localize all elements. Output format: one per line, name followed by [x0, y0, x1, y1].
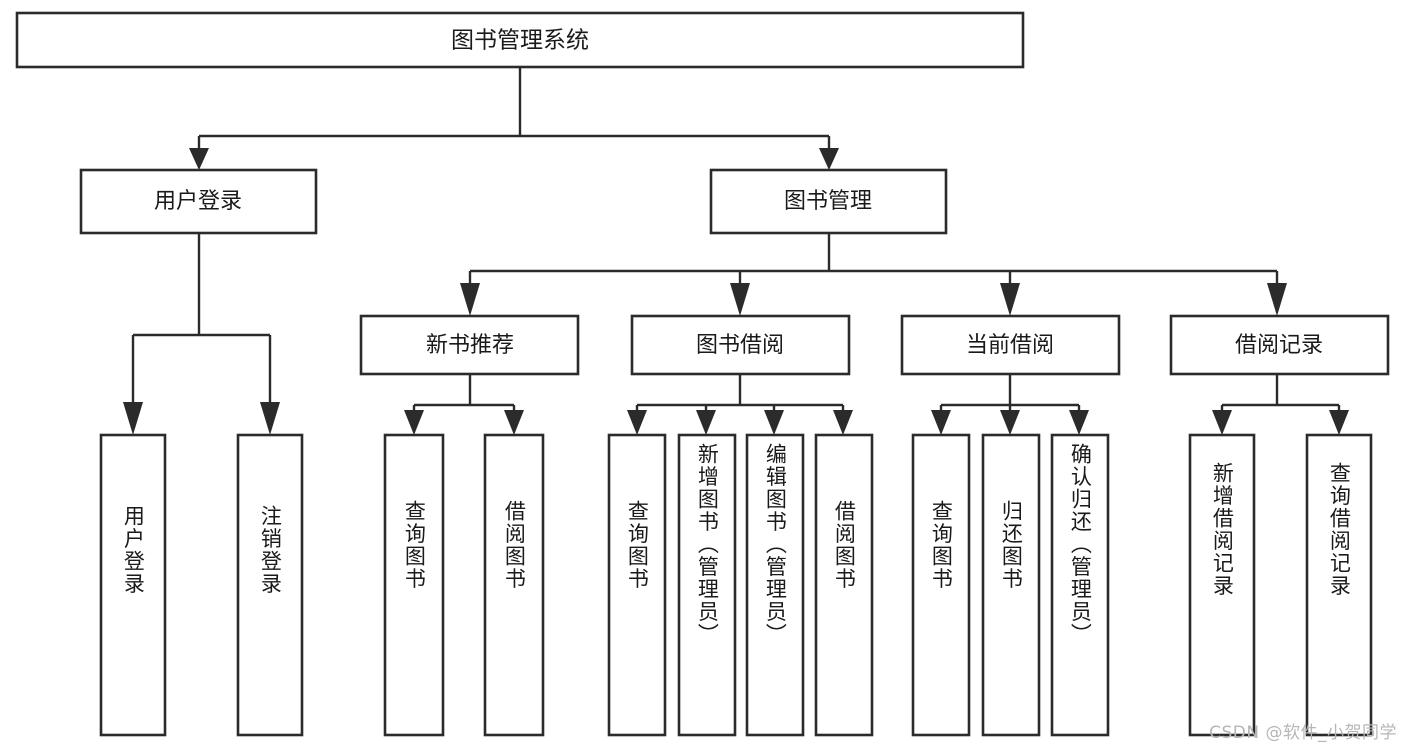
node-box-leaf-borrow-book-1[interactable]	[483, 433, 545, 737]
node-box-leaf-return-book[interactable]	[981, 433, 1041, 737]
node-label-new-book-rec: 新书推荐	[426, 333, 514, 358]
csdn-watermark: CSDN @软件_小贺同学	[1209, 723, 1397, 743]
node-box-leaf-query-book-1[interactable]	[383, 433, 445, 737]
arrow-to-leaf-borrow-book-1	[504, 410, 524, 435]
arrow-to-leaf-return-book	[1000, 410, 1020, 435]
connectors-layer	[123, 67, 1349, 435]
arrow-to-leaf-query-book-1	[404, 410, 424, 435]
node-label-current-borrow: 当前借阅	[966, 333, 1054, 358]
node-box-leaf-query-book-3[interactable]	[911, 433, 971, 737]
node-box-leaf-query-book-2[interactable]	[607, 433, 667, 737]
arrow-to-borrow-record	[1267, 283, 1287, 316]
arrow-to-leaf-edit-book	[764, 410, 784, 435]
node-box-leaf-borrow-book-2[interactable]	[814, 433, 874, 737]
node-box-leaf-logout[interactable]	[236, 433, 304, 737]
node-label-user-login: 用户登录	[154, 189, 242, 214]
node-box-leaf-confirm-return[interactable]	[1050, 433, 1110, 737]
node-label-book-manage: 图书管理	[784, 189, 872, 214]
node-box-root[interactable]	[15, 11, 1025, 69]
arrow-to-leaf-logout	[260, 402, 280, 435]
arrow-root-to-book-manage	[819, 148, 839, 170]
arrow-root-to-user-login	[189, 148, 209, 170]
node-label-borrow-record: 借阅记录	[1235, 333, 1323, 358]
arrow-to-new-book-rec	[460, 283, 480, 316]
node-box-leaf-add-book[interactable]	[677, 433, 737, 737]
arrow-to-leaf-confirm-return	[1069, 410, 1089, 435]
arrow-to-leaf-add-book	[696, 410, 716, 435]
node-box-leaf-query-record[interactable]	[1305, 433, 1373, 737]
node-box-book-borrow[interactable]	[630, 314, 851, 376]
node-box-borrow-record[interactable]	[1169, 314, 1390, 376]
node-label-root: 图书管理系统	[451, 28, 589, 54]
node-box-leaf-add-record[interactable]	[1188, 433, 1256, 737]
node-box-current-borrow[interactable]	[900, 314, 1121, 376]
node-label-book-borrow: 图书借阅	[696, 333, 784, 358]
node-box-leaf-edit-book[interactable]	[745, 433, 805, 737]
nodes-layer: 图书管理系统 用户登录 图书管理 新书推荐 图书借阅 当前借阅 借阅记录	[15, 11, 1390, 737]
node-box-user-login[interactable]	[79, 168, 318, 235]
arrow-to-leaf-query-record	[1329, 410, 1349, 435]
arrow-to-leaf-borrow-book-2	[833, 410, 853, 435]
arrow-to-leaf-user-login	[123, 402, 143, 435]
arrow-to-current-borrow	[1000, 283, 1020, 316]
node-box-leaf-user-login[interactable]	[99, 433, 167, 737]
node-box-book-manage[interactable]	[709, 168, 948, 235]
arrow-to-leaf-query-book-3	[931, 410, 951, 435]
node-box-new-book-rec[interactable]	[359, 314, 580, 376]
arrow-to-book-borrow	[730, 283, 750, 316]
arrow-to-leaf-add-record	[1212, 410, 1232, 435]
arrow-to-leaf-query-book-2	[627, 410, 647, 435]
